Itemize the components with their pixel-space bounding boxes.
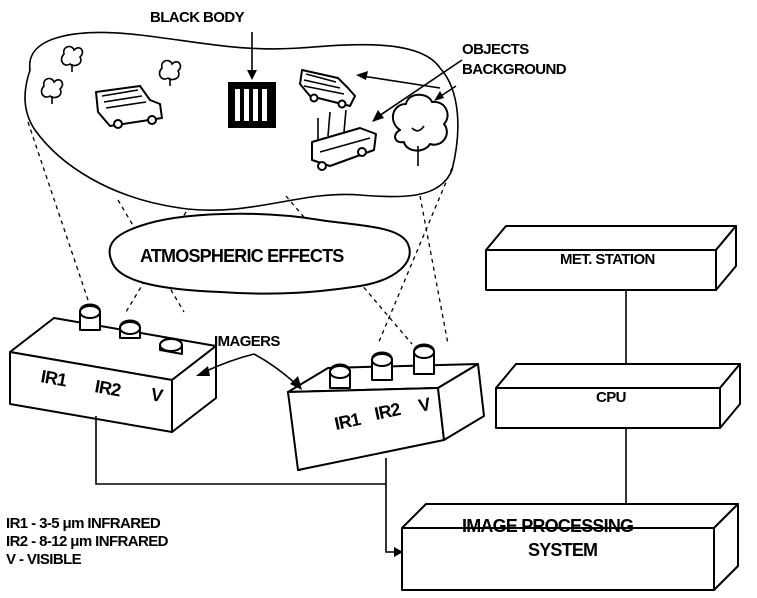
scene-region	[24, 31, 459, 211]
imagers-label: IMAGERS	[214, 333, 280, 350]
image-processing-label-line2: SYSTEM	[528, 540, 597, 560]
imager-right-v-label: V	[417, 394, 433, 416]
legend-line-visible: V - VISIBLE	[6, 551, 82, 568]
imagers-arrows	[196, 353, 302, 390]
objects-label: OBJECTS	[462, 41, 529, 58]
background-label: BACKGROUND	[462, 61, 567, 78]
met-station-label: MET. STATION	[560, 251, 655, 268]
atmospheric-effects-label: ATMOSPHERIC EFFECTS	[140, 246, 344, 266]
cpu-box: CPU	[495, 363, 741, 429]
truck-icon	[95, 85, 163, 129]
legend-line-ir2: IR2 - 8-12 μm INFRARED	[6, 533, 169, 550]
imager-left-v-label: V	[149, 384, 164, 406]
lens-icon	[119, 319, 141, 339]
cpu-label: CPU	[596, 389, 626, 406]
shrub-icon	[60, 45, 84, 72]
image-processing-label-line1: IMAGE PROCESSING	[462, 516, 633, 536]
black-body-target	[228, 82, 276, 128]
tree-icon	[391, 93, 449, 166]
lens-icon	[159, 337, 183, 355]
imager-left-ir1-label: IR1	[39, 366, 68, 390]
imager-left-ir2-label: IR2	[93, 376, 122, 400]
shrub-icon	[40, 77, 64, 104]
image-processing-box: IMAGE PROCESSING SYSTEM	[401, 503, 739, 591]
imager-left: IR1 IR2 V	[9, 303, 217, 433]
lens-icon	[413, 343, 435, 375]
lens-icon	[79, 303, 101, 331]
legend: IR1 - 3-5 μm INFRARED IR2 - 8-12 μm INFR…	[6, 515, 169, 568]
imager-right: IR1 IR2 V	[287, 343, 485, 471]
vehicle-icon	[311, 109, 377, 171]
connection-lines	[95, 290, 627, 557]
legend-line-ir1: IR1 - 3-5 μm INFRARED	[6, 515, 161, 532]
lens-icon	[371, 351, 393, 381]
lens-icon	[329, 363, 351, 389]
black-body-label: BLACK BODY	[150, 9, 245, 26]
truck-icon	[299, 69, 356, 109]
atmosphere-region	[108, 212, 411, 295]
met-station-box: MET. STATION	[485, 225, 737, 291]
shrub-icon	[158, 59, 182, 86]
